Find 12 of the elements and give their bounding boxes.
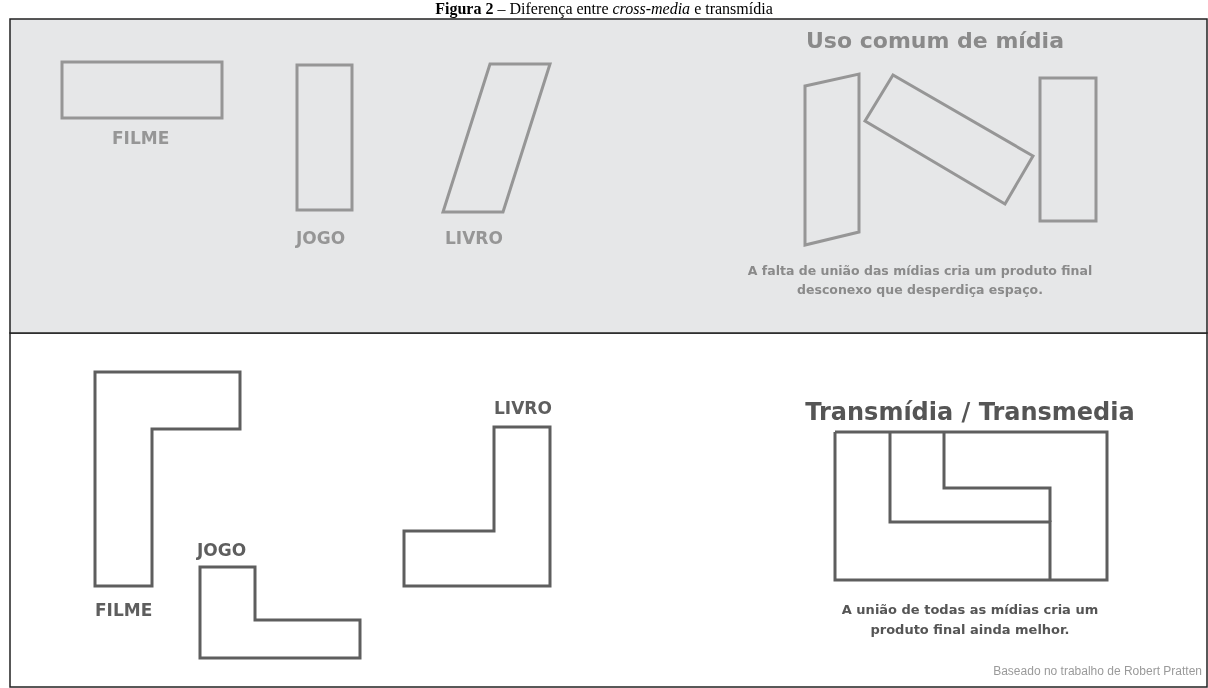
media-label: FILME (95, 600, 153, 620)
media-label: LIVRO (494, 398, 552, 418)
media-label: FILME (112, 128, 170, 148)
media-label: LIVRO (445, 228, 503, 248)
section-caption: A falta de união das mídias cria um produto final desconexo que desperdiça espaço. (746, 262, 1094, 299)
figure-title: Figura 2 – Diferença entre cross-media e transmídia (434, 0, 774, 18)
section-heading: Uso comum de mídia (805, 27, 1065, 55)
source-note: Baseado no trabalho de Robert Pratten (992, 663, 1202, 680)
section-heading: Transmídia / Transmedia (804, 397, 1136, 428)
media-label: JOGO (197, 540, 247, 560)
section-caption: A união de todas as mídias cria um produto final ainda melhor. (840, 601, 1100, 639)
media-label: JOGO (296, 228, 346, 248)
